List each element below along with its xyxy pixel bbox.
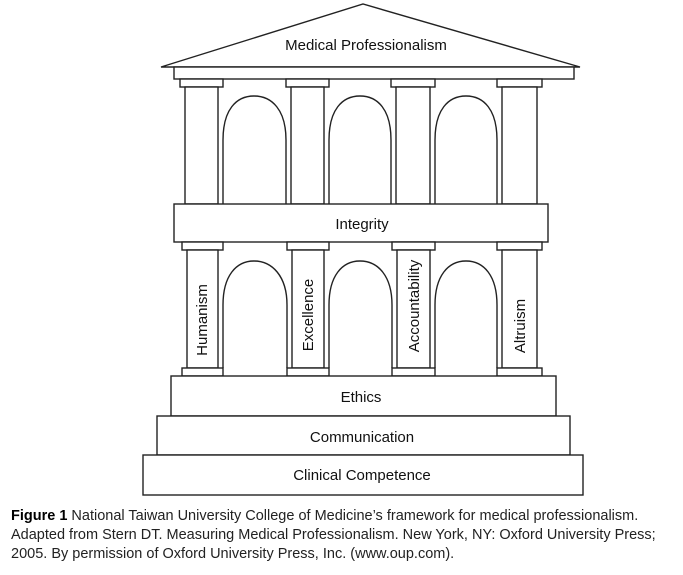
upper-arch bbox=[222, 95, 287, 204]
lower-column-base bbox=[391, 367, 436, 377]
pillar-humanism bbox=[186, 249, 219, 369]
roof-pediment bbox=[160, 3, 581, 68]
upper-capital bbox=[179, 78, 224, 88]
lower-arch bbox=[222, 260, 288, 368]
pillar-label-altruism: Altruism bbox=[512, 299, 529, 353]
integrity-label: Integrity bbox=[335, 216, 389, 233]
upper-column bbox=[395, 86, 431, 205]
lower-capital bbox=[496, 241, 543, 251]
upper-capital bbox=[285, 78, 330, 88]
roof-label: Medical Professionalism bbox=[285, 37, 447, 54]
figure-caption-text: National Taiwan University College of Me… bbox=[11, 508, 656, 562]
upper-capital bbox=[390, 78, 436, 88]
lower-column-base bbox=[496, 367, 543, 377]
lower-column-base bbox=[181, 367, 224, 377]
figure-label: Figure 1 bbox=[11, 508, 68, 524]
pillar-label-accountability: Accountability bbox=[406, 259, 423, 352]
integrity-beam bbox=[173, 203, 549, 243]
lower-arch bbox=[434, 260, 498, 368]
upper-arch bbox=[328, 95, 392, 204]
upper-column bbox=[290, 86, 325, 205]
pillar-accountability bbox=[396, 249, 431, 369]
step-label-communication: Communication bbox=[310, 429, 414, 446]
upper-capital bbox=[496, 78, 543, 88]
upper-arch bbox=[434, 95, 498, 204]
lower-capital bbox=[286, 241, 330, 251]
pillar-label-humanism: Humanism bbox=[194, 284, 211, 356]
figure-caption: Figure 1 National Taiwan University Coll… bbox=[11, 507, 679, 564]
step-label-clinical-competence: Clinical Competence bbox=[293, 467, 431, 484]
upper-column bbox=[184, 86, 219, 205]
roof-entablature bbox=[173, 66, 575, 80]
step-ethics bbox=[170, 375, 557, 417]
step-clinical-competence bbox=[142, 454, 584, 496]
upper-column bbox=[501, 86, 538, 205]
professionalism-temple-diagram: Medical Professionalism Integrity Humani… bbox=[142, 3, 584, 496]
lower-capital bbox=[391, 241, 436, 251]
pillar-label-excellence: Excellence bbox=[300, 279, 317, 352]
lower-arch bbox=[328, 260, 393, 368]
lower-column-base bbox=[286, 367, 330, 377]
step-label-ethics: Ethics bbox=[341, 389, 382, 406]
lower-capital bbox=[181, 241, 224, 251]
